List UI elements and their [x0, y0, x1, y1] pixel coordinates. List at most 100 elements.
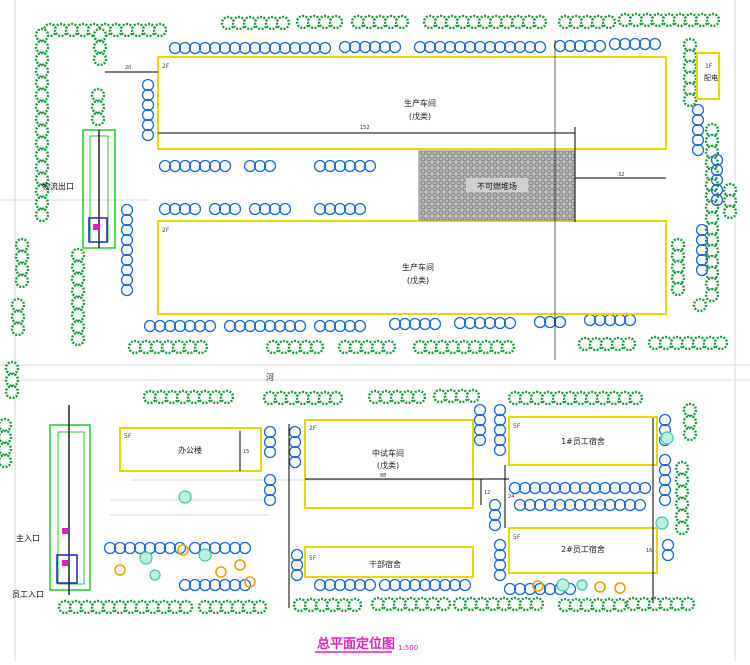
dormitory-1[interactable]: 1#员工宿舍 5F: [508, 416, 658, 466]
tree-blue-icon: [568, 481, 582, 495]
tree-green-icon: [682, 426, 698, 442]
tree-blue-icon: [120, 223, 134, 237]
tree-blue-icon: [338, 40, 352, 54]
tree-green-icon: [722, 193, 738, 209]
tree-blue-icon: [493, 423, 507, 437]
tree-blue-icon: [188, 41, 202, 55]
production-building-2[interactable]: 生产车间 (戊类) 2F: [157, 220, 667, 315]
dim-pilot-width: 88: [380, 473, 386, 479]
tree-blue-icon: [233, 319, 247, 333]
dim-top-gap: 20: [125, 65, 131, 71]
office-building-floors: 5F: [124, 433, 132, 440]
tree-blue-icon: [143, 319, 157, 333]
storage-yard[interactable]: 不可燃堆场: [418, 150, 576, 221]
power-room[interactable]: 1F 配电: [696, 52, 720, 100]
tree-blue-icon: [238, 41, 252, 55]
tree-blue-icon: [553, 498, 567, 512]
tree-blue-icon: [293, 319, 307, 333]
tree-blue-icon: [208, 202, 222, 216]
tree-teal-icon: [660, 431, 674, 445]
tree-green-icon: [0, 441, 13, 457]
tree-blue-icon: [313, 578, 327, 592]
tree-blue-icon: [228, 578, 242, 592]
production-building-2-class: (戊类): [407, 275, 429, 285]
tree-blue-icon: [353, 578, 367, 592]
pilot-workshop-floors: 2F: [309, 425, 317, 432]
tree-green-icon: [704, 276, 720, 292]
tree-orange-icon: [177, 544, 189, 556]
tree-green-icon: [14, 261, 30, 277]
tree-green-icon: [34, 171, 50, 187]
tree-blue-icon: [141, 98, 155, 112]
tree-green-icon: [722, 204, 738, 220]
tree-blue-icon: [710, 183, 724, 197]
tree-blue-icon: [228, 541, 242, 555]
tree-blue-icon: [290, 548, 304, 562]
dimension-labels: 152 32 20 15 88 12 24 16: [125, 65, 652, 554]
tree-blue-icon: [198, 159, 212, 173]
tree-green-icon: [34, 51, 50, 67]
tree-teal-icon: [178, 490, 192, 504]
tree-green-icon: [252, 599, 268, 615]
tree-blue-icon: [188, 578, 202, 592]
tree-blue-icon: [158, 159, 172, 173]
tree-green-icon: [704, 243, 720, 259]
tree-blue-icon: [218, 159, 232, 173]
tree-blue-icon: [548, 481, 562, 495]
tree-blue-icon: [493, 558, 507, 572]
tree-green-icon: [612, 597, 628, 613]
tree-blue-icon: [553, 315, 567, 329]
office-building[interactable]: 办公楼 5F: [119, 427, 262, 472]
production-building-1[interactable]: 生产车间 (戊类) 2F: [157, 56, 667, 150]
tree-green-icon: [34, 27, 50, 43]
logistics-exit-label: 物流出口: [42, 181, 74, 191]
tree-blue-icon: [503, 316, 517, 330]
tree-blue-icon: [313, 159, 327, 173]
tree-blue-icon: [290, 558, 304, 572]
pilot-workshop[interactable]: 中试车间 (戊类) 2F: [304, 419, 474, 509]
tree-blue-icon: [493, 568, 507, 582]
tree-blue-icon: [623, 313, 637, 327]
logistics-gate[interactable]: [82, 129, 116, 249]
tree-blue-icon: [508, 481, 522, 495]
tree-blue-icon: [573, 498, 587, 512]
cadre-dormitory[interactable]: 干部宿舍 5F: [304, 546, 474, 578]
tree-green-icon: [92, 39, 108, 55]
tree-blue-icon: [691, 103, 705, 117]
tree-blue-icon: [208, 578, 222, 592]
tree-green-icon: [309, 339, 325, 355]
tree-blue-icon: [113, 541, 127, 555]
main-gate[interactable]: [49, 405, 91, 595]
tree-green-icon: [14, 249, 30, 265]
tree-blue-icon: [188, 541, 202, 555]
tree-blue-icon: [488, 508, 502, 522]
tree-blue-icon: [388, 578, 402, 592]
tree-blue-icon: [433, 40, 447, 54]
tree-blue-icon: [120, 213, 134, 227]
tree-blue-icon: [398, 317, 412, 331]
tree-blue-icon: [608, 37, 622, 51]
tree-blue-icon: [278, 202, 292, 216]
tree-blue-icon: [163, 319, 177, 333]
tree-blue-icon: [528, 481, 542, 495]
tree-blue-icon: [178, 202, 192, 216]
tree-blue-icon: [628, 481, 642, 495]
tree-green-icon: [0, 429, 13, 445]
tree-green-icon: [713, 335, 729, 351]
tree-green-icon: [704, 254, 720, 270]
dormitory-2[interactable]: 2#员工宿舍 5F: [508, 527, 658, 574]
tree-orange-icon: [532, 580, 544, 592]
tree-green-icon: [674, 496, 690, 512]
tree-green-icon: [10, 309, 26, 325]
pilot-workshop-class: (戊类): [377, 460, 399, 470]
tree-green-icon: [34, 135, 50, 151]
tree-blue-icon: [178, 159, 192, 173]
tree-green-icon: [0, 417, 13, 433]
tree-blue-icon: [323, 578, 337, 592]
tree-blue-icon: [368, 40, 382, 54]
tree-blue-icon: [493, 443, 507, 457]
tree-blue-icon: [695, 243, 709, 257]
tree-blue-icon: [558, 481, 572, 495]
